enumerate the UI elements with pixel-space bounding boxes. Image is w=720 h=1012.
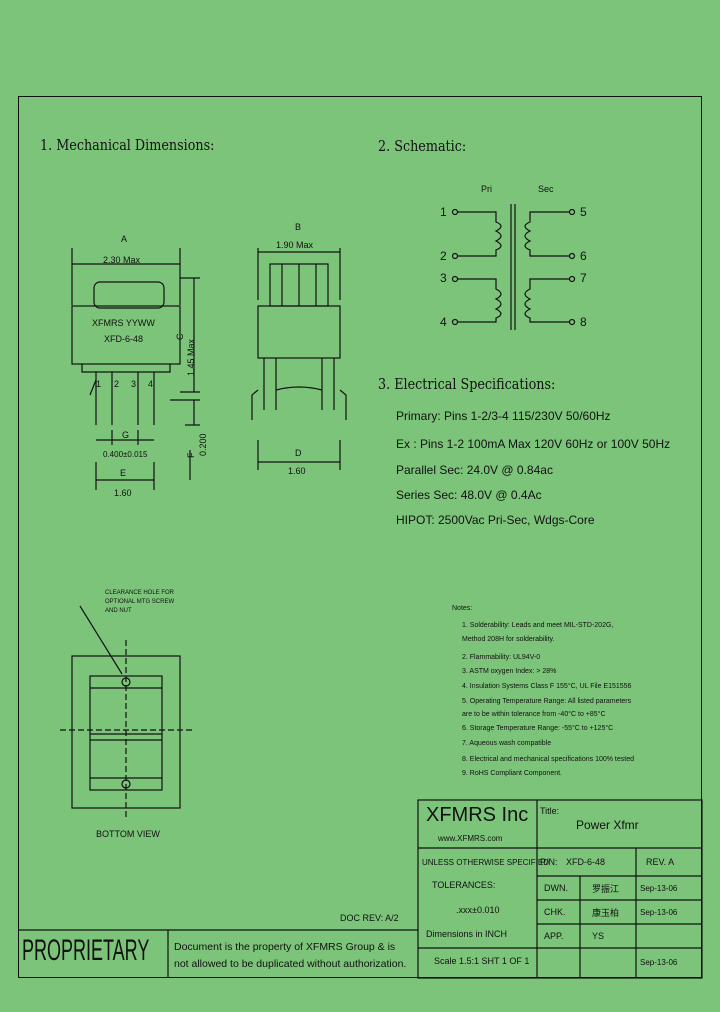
spec-line-primary: Primary: Pins 1-2/3-4 115/230V 50/60Hz	[396, 409, 611, 423]
bottom-view-label: BOTTOM VIEW	[96, 829, 160, 839]
tolerance-line-3: .xxx±0.010	[456, 905, 500, 915]
dim-b-label: B	[295, 222, 302, 232]
front-view-body	[71, 305, 181, 365]
tolerance-line-1: UNLESS OTHERWISE SPECIFIED	[422, 858, 549, 867]
mechanical-dimensions-heading: 1. Mechanical Dimensions:	[40, 136, 215, 154]
chk-value: 康玉柏	[592, 908, 620, 918]
schematic-heading: 2. Schematic:	[378, 137, 467, 155]
electrical-specifications-heading: 3. Electrical Specifications:	[378, 375, 556, 393]
dim-c-label: C	[175, 333, 185, 341]
note-3: 3. ASTM oxygen Index: > 28%	[462, 668, 557, 675]
clearance-note-3: AND NUT	[105, 608, 132, 614]
part-number-value: XFD-6-48	[566, 857, 606, 867]
title-block-lines	[18, 799, 703, 979]
title-label: Title:	[540, 806, 560, 816]
doc-rev: DOC REV: A/2	[340, 913, 399, 923]
dim-c-value: 1.45 Max	[186, 338, 196, 376]
dim-e-value: 1.60	[114, 488, 132, 498]
dim-b-value: 1.90 Max	[276, 240, 314, 250]
pin-label-1: 1	[96, 379, 102, 389]
dim-g-label: G	[122, 430, 130, 440]
marking-line-2: XFD-6-48	[104, 334, 144, 344]
schematic-pin-3: 3	[440, 271, 447, 285]
schematic-pin-5: 5	[580, 205, 587, 219]
company-name: XFMRS Inc	[426, 804, 529, 826]
revision: REV. A	[646, 857, 675, 867]
schematic-drawing	[451, 204, 576, 330]
note-6: 6. Storage Temperature Range: -55°C to +…	[462, 725, 614, 732]
part-number-label: P/N:	[540, 857, 558, 867]
note-1: 1. Solderability: Leads and meet MIL-STD…	[462, 622, 614, 629]
schematic-pin-2: 2	[440, 249, 447, 263]
tolerance-line-2: TOLERANCES:	[432, 880, 496, 890]
app-value: YS	[592, 931, 605, 941]
front-view-base	[81, 364, 171, 373]
note-7: 7. Aqueous wash compatible	[462, 740, 552, 747]
pin-label-4: 4	[148, 379, 154, 389]
proprietary-stamp: PROPRIETARY	[22, 934, 150, 967]
schematic-pin-8: 8	[580, 315, 587, 329]
pin-label-2: 2	[114, 379, 120, 389]
clearance-note-2: OPTIONAL MTG SCREW	[105, 599, 175, 605]
tolerance-line-4: Dimensions in INCH	[426, 929, 508, 939]
schematic-pin-6: 6	[580, 249, 587, 263]
note-1b: Method 208H for solderability.	[462, 636, 555, 643]
dim-a-label: A	[121, 234, 128, 244]
spec-line-hipot: HIPOT: 2500Vac Pri-Sec, Wdgs-Core	[396, 513, 595, 527]
dim-a-value: 2.30 Max	[103, 255, 141, 265]
dim-d-value: 1.60	[288, 466, 306, 476]
drawing-frame	[18, 96, 702, 978]
clearance-note-1: CLEARANCE HOLE FOR	[105, 590, 175, 596]
proprietary-note-1: Document is the property of XFMRS Group …	[174, 941, 396, 953]
dim-f-value: 0.200	[198, 433, 208, 456]
note-4: 4. Insulation Systems Class F 155°C, UL …	[462, 683, 632, 690]
chk-label: CHK.	[544, 907, 566, 917]
schematic-pin-4: 4	[440, 315, 447, 329]
note-5: 5. Operating Temperature Range: All list…	[462, 698, 632, 705]
front-view-top	[93, 281, 165, 309]
scale-text: Scale 1.5:1 SHT 1 OF 1	[434, 956, 530, 966]
dim-g-value: 0.400±0.015	[103, 450, 148, 459]
note-8: 8. Electrical and mechanical specificati…	[462, 756, 634, 763]
dwn-label: DWN.	[544, 883, 568, 893]
spec-line-ex: Ex : Pins 1-2 100mA Max 120V 60Hz or 100…	[396, 437, 671, 451]
dwn-value: 罗振江	[592, 884, 620, 894]
notes-title: Notes:	[452, 605, 473, 612]
dim-e-label: E	[120, 468, 127, 478]
proprietary-note-2: not allowed to be duplicated without aut…	[174, 958, 407, 970]
schematic-pri-label: Pri	[481, 184, 492, 194]
schematic-sec-label: Sec	[538, 184, 554, 194]
note-2: 2. Flammability: UL94V-0	[462, 654, 541, 661]
spec-line-series: Series Sec: 48.0V @ 0.4Ac	[396, 488, 542, 502]
chk-date: Sep-13-06	[640, 908, 678, 917]
dim-f-label: F	[186, 452, 196, 459]
note-5b: are to be within tolerance from -40°C to…	[462, 711, 606, 718]
dwn-date: Sep-13-06	[640, 884, 678, 893]
schematic-pin-7: 7	[580, 271, 587, 285]
spec-line-parallel: Parallel Sec: 24.0V @ 0.84ac	[396, 463, 553, 477]
dim-d-label: D	[295, 448, 302, 458]
pin-label-3: 3	[131, 379, 137, 389]
app-label: APP.	[544, 931, 564, 941]
schematic-pin-1: 1	[440, 205, 447, 219]
company-website: www.XFMRS.com	[438, 834, 503, 843]
note-9: 9. RoHS Compliant Component.	[462, 770, 562, 777]
app-date: Sep-13-06	[640, 958, 678, 967]
marking-line-1: XFMRS YYWW	[92, 318, 155, 328]
side-view-body	[257, 305, 341, 359]
title-value: Power Xfmr	[576, 818, 639, 832]
